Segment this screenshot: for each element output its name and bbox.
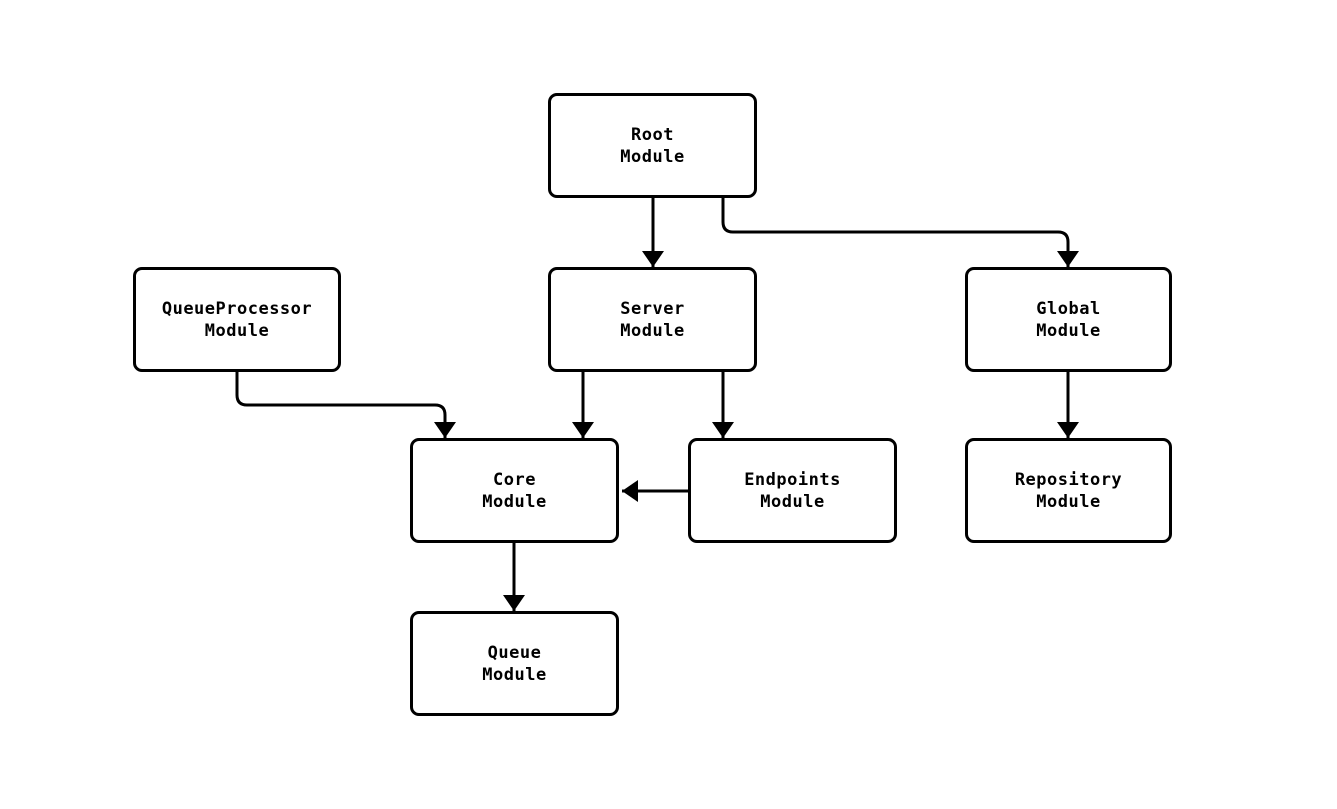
node-label-line: Module	[482, 491, 547, 512]
edge-root-to-global	[721, 198, 1079, 267]
node-label-line: Repository	[1014, 469, 1123, 490]
node-global-module: Global Module	[965, 267, 1172, 372]
node-queue-module: Queue Module	[410, 611, 619, 716]
node-label-line: Module	[620, 146, 685, 167]
node-queueprocessor-module: QueueProcessor Module	[133, 267, 341, 372]
node-label-line: Endpoints	[744, 469, 841, 490]
node-label-line: Server	[620, 298, 685, 319]
node-label-line: Module	[620, 320, 685, 341]
node-label-line: Core	[493, 469, 536, 490]
node-root-module: Root Module	[548, 93, 757, 198]
node-label-line: Root	[631, 124, 674, 145]
node-core-module: Core Module	[410, 438, 619, 543]
node-label-line: Queue	[487, 642, 542, 663]
node-repository-module: Repository Module	[965, 438, 1172, 543]
node-label-line: Module	[1036, 491, 1101, 512]
node-endpoints-module: Endpoints Module	[688, 438, 897, 543]
edge-queue-processor-to-core	[235, 372, 456, 438]
node-label-line: Module	[1036, 320, 1101, 341]
node-server-module: Server Module	[548, 267, 757, 372]
node-label-line: Module	[760, 491, 825, 512]
node-label-line: Module	[482, 664, 547, 685]
node-label-line: QueueProcessor	[161, 298, 313, 319]
node-label-line: Module	[204, 320, 270, 341]
node-label-line: Global	[1036, 298, 1101, 319]
